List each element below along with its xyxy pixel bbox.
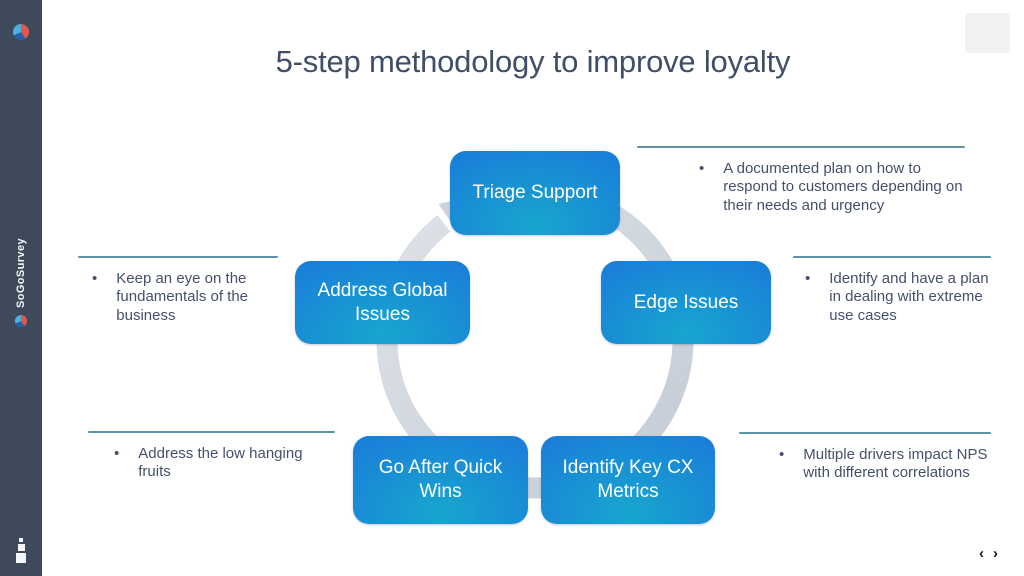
note-body: • Address the low hanging fruits [88, 445, 335, 482]
note-divider-line [88, 431, 335, 433]
step-box-go-after-quick-wins: Go After Quick Wins [353, 436, 528, 524]
step-label: Address Global Issues [317, 279, 448, 325]
top-right-panel[interactable] [965, 13, 1010, 53]
bullet-icon: • [805, 270, 811, 287]
note-body: • A documented plan on how to respond to… [637, 160, 965, 215]
note-identify-key-cx-metrics: • Multiple drivers impact NPS with diffe… [739, 432, 991, 483]
note-text: Address the low hanging fruits [138, 445, 303, 481]
note-text: A documented plan on how to respond to c… [723, 160, 963, 214]
note-text: Identify and have a plan in dealing with… [829, 270, 989, 324]
step-box-edge-issues: Edge Issues [601, 261, 771, 344]
stack-square-medium [17, 544, 25, 551]
brand-name: SoGoSurvey [15, 238, 27, 309]
note-divider-line [739, 432, 991, 434]
step-label: Triage Support [472, 182, 598, 204]
brand-logo-small-icon [15, 315, 27, 328]
note-divider-line [78, 256, 278, 258]
prev-slide-button[interactable]: ‹ [979, 545, 984, 562]
pager: ‹ › [979, 546, 998, 561]
brand-vertical: SoGoSurvey [0, 238, 42, 328]
step-box-address-global-issues: Address Global Issues [295, 261, 470, 344]
step-label: Go After Quick Wins [378, 457, 503, 502]
step-label: Identify Key CX Metrics [562, 457, 694, 502]
step-box-identify-key-cx-metrics: Identify Key CX Metrics [541, 436, 715, 524]
note-body: • Multiple drivers impact NPS with diffe… [739, 446, 991, 483]
note-text: Keep an eye on the fundamentals of the b… [116, 270, 249, 324]
note-triage-support: • A documented plan on how to respond to… [637, 146, 965, 215]
stack-square-small [19, 538, 23, 542]
step-label: Edge Issues [633, 291, 739, 313]
note-go-after-quick-wins: • Address the low hanging fruits [88, 431, 335, 482]
note-text: Multiple drivers impact NPS with differe… [803, 446, 988, 482]
step-box-triage-support: Triage Support [450, 151, 620, 235]
note-divider-line [637, 146, 965, 148]
note-address-global-issues: • Keep an eye on the fundamentals of the… [78, 256, 278, 325]
stack-square-large [16, 553, 26, 563]
note-edge-issues: • Identify and have a plan in dealing wi… [793, 256, 991, 325]
stacked-squares-icon[interactable] [0, 538, 42, 563]
bullet-icon: • [699, 160, 705, 177]
page-title: 5-step methodology to improve loyalty [275, 44, 791, 79]
note-body: • Keep an eye on the fundamentals of the… [78, 270, 278, 325]
note-body: • Identify and have a plan in dealing wi… [793, 270, 991, 325]
note-divider-line [793, 256, 991, 258]
bullet-icon: • [114, 445, 120, 462]
bullet-icon: • [92, 270, 98, 287]
bullet-icon: • [779, 446, 785, 463]
brand-logo-icon[interactable] [13, 24, 29, 40]
next-slide-button[interactable]: › [993, 545, 998, 562]
sidebar: SoGoSurvey [0, 0, 42, 576]
